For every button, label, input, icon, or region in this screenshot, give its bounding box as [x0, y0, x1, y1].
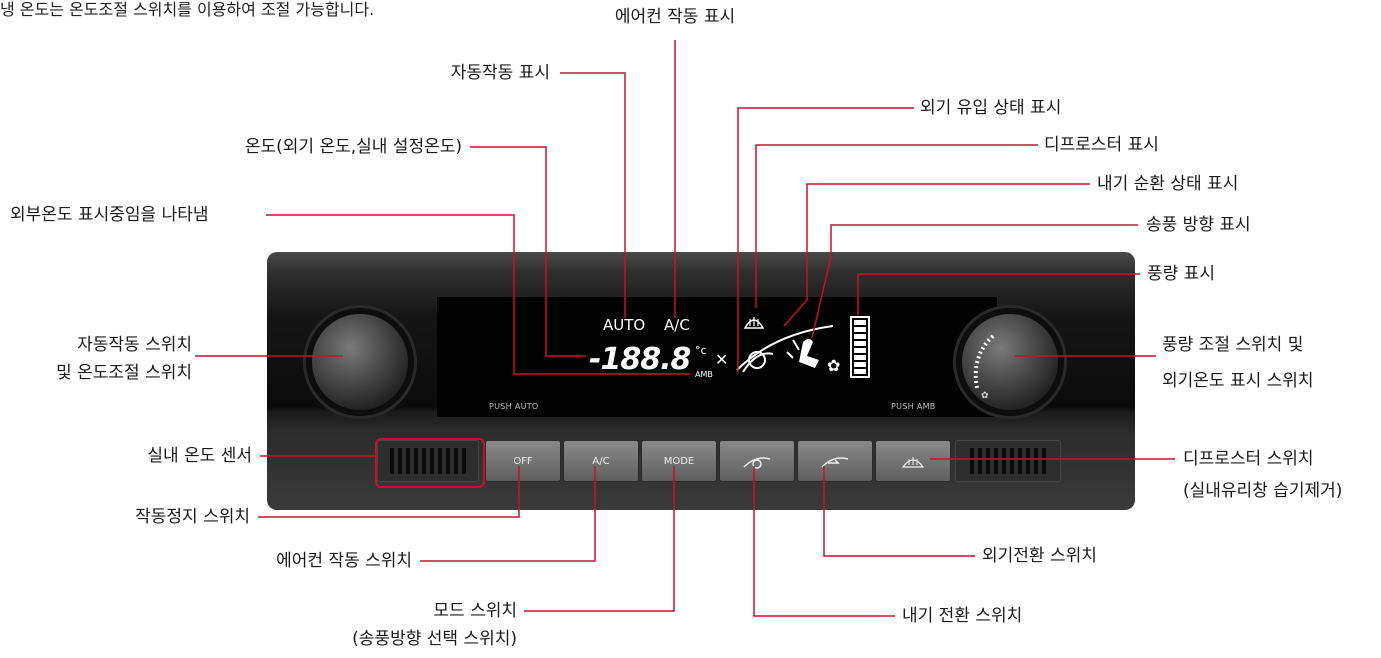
lcd-display	[437, 297, 997, 417]
label-defrost-switch-1: 디프로스터 스위치	[1183, 449, 1314, 469]
fresh-air-button-icon	[821, 457, 849, 468]
sensor-highlight	[375, 438, 485, 488]
fan-icon: ✿	[827, 356, 841, 375]
climate-control-panel: PUSH AUTO PUSH AMB ✿ AUTO A/C -188.8 °c …	[267, 252, 1135, 510]
recirc-button[interactable]	[719, 440, 795, 482]
label-fresh-air-indicator: 외기 유입 상태 표시	[920, 98, 1062, 118]
label-off-switch: 작동정지 스위치	[135, 507, 250, 527]
recirc-icon	[736, 325, 834, 373]
mode-button[interactable]: MODE	[641, 440, 717, 482]
label-fan-switch-2: 외기온도 표시 스위치	[1162, 371, 1314, 391]
label-temperature: 온도(외기 온도,실내 설정온도)	[244, 137, 462, 157]
snowflake-icon: ✕	[715, 350, 729, 369]
fresh-air-button[interactable]	[797, 440, 873, 482]
defrost-button[interactable]	[875, 440, 951, 482]
label-defrost-switch-2: (실내유리창 습기제거)	[1183, 481, 1343, 501]
label-recirc-switch: 내기 전환 스위치	[902, 606, 1023, 626]
label-outside-temp-indicator: 외부온도 표시중임을 나타냄	[10, 205, 209, 225]
label-auto-indicator: 자동작동 표시	[450, 63, 550, 83]
defrost-button-icon	[901, 457, 925, 468]
off-button[interactable]: OFF	[485, 440, 561, 482]
cabin-temp-sensor	[377, 440, 479, 482]
seat-airflow-icon	[786, 339, 819, 368]
knob-left-caption: PUSH AUTO	[489, 402, 539, 411]
temp-auto-knob[interactable]	[312, 314, 408, 410]
fan-scale-icon: ✿	[973, 334, 995, 401]
label-airflow-indicator: 송풍 방향 표시	[1146, 215, 1251, 235]
label-cabin-sensor: 실내 온도 센서	[147, 446, 252, 466]
right-vent	[955, 440, 1061, 482]
auto-indicator: AUTO	[603, 316, 646, 334]
label-fresh-switch: 외기전환 스위치	[982, 546, 1097, 566]
fan-bars-icon	[850, 316, 870, 378]
label-auto-switch-2: 및 온도조절 스위치	[56, 363, 192, 383]
svg-text:✿: ✿	[981, 391, 989, 401]
temperature-readout: -188.8	[589, 342, 691, 377]
intro-text: 냉 온도는 온도조절 스위치를 이용하여 조절 가능합니다.	[0, 0, 375, 19]
temp-unit: °c	[695, 344, 707, 357]
knob-right-caption: PUSH AMB	[891, 402, 936, 411]
label-fan-switch-1: 풍량 조절 스위치 및	[1162, 335, 1304, 355]
label-fan-indicator: 풍량 표시	[1147, 264, 1215, 284]
defrost-icon	[743, 317, 765, 329]
label-mode-switch-1: 모드 스위치	[433, 601, 517, 621]
label-ac-indicator: 에어컨 작동 표시	[614, 7, 736, 27]
ac-button[interactable]: A/C	[563, 440, 639, 482]
label-ac-switch: 에어컨 작동 스위치	[276, 551, 412, 571]
amb-indicator: AMB	[695, 370, 713, 379]
ac-indicator: A/C	[664, 316, 690, 334]
label-mode-switch-2: (송풍방향 선택 스위치)	[352, 629, 517, 649]
label-recirc-indicator: 내기 순환 상태 표시	[1097, 174, 1239, 194]
recirc-button-icon	[743, 457, 771, 469]
label-defrost-indicator: 디프로스터 표시	[1044, 135, 1159, 155]
label-auto-switch-1: 자동작동 스위치	[77, 335, 192, 355]
